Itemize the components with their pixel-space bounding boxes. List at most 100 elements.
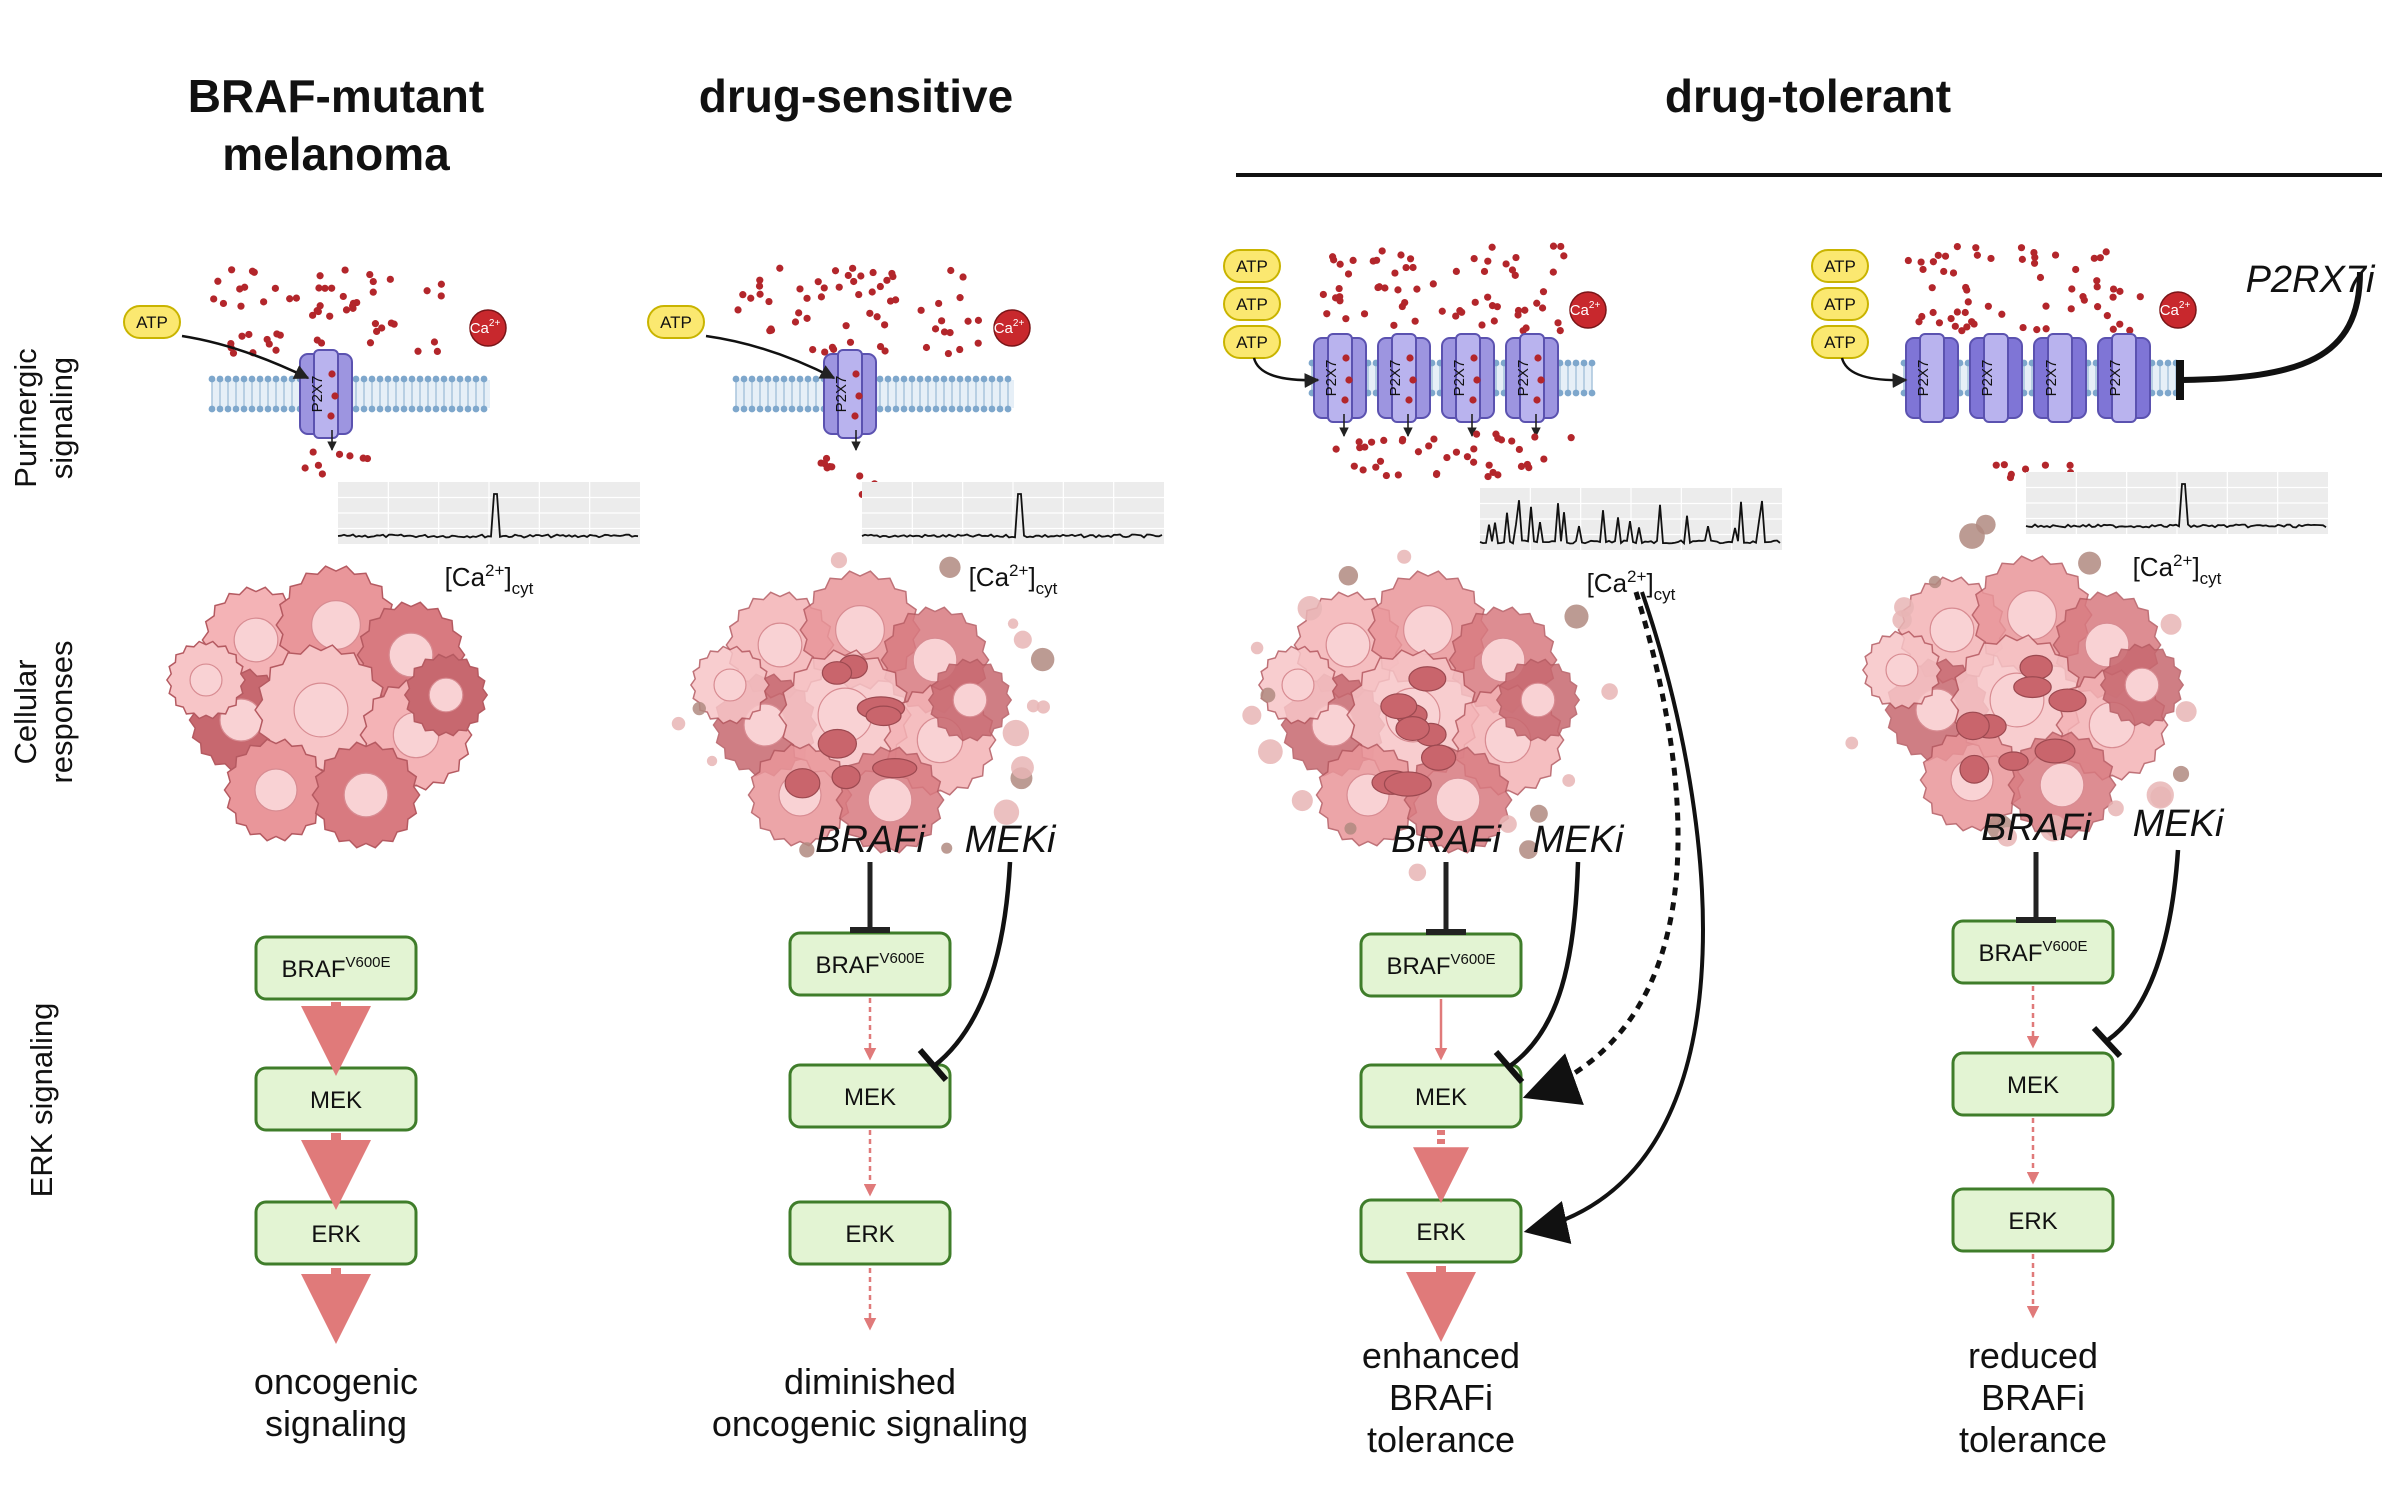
calcium-ion xyxy=(917,306,925,314)
calcium-ion xyxy=(855,290,863,299)
cell-fragment xyxy=(1955,711,1990,741)
calcium-ion xyxy=(1378,247,1386,255)
p2x7-channel: P2X7 xyxy=(299,349,353,439)
p2x7-label: P2X7 xyxy=(1915,360,1932,397)
atp-label: ATP xyxy=(1236,295,1268,314)
outcome-col4-line1: reduced xyxy=(1968,1335,2098,1376)
calcium-ion xyxy=(2042,325,2050,333)
atp-label: ATP xyxy=(136,313,168,332)
apoptotic-body xyxy=(1250,641,1264,655)
calcium-ion xyxy=(947,266,955,275)
calcium-ion xyxy=(229,349,238,357)
calcium-ion xyxy=(1398,437,1406,445)
calcium-ion xyxy=(888,269,896,278)
calcium-ion xyxy=(1533,299,1541,307)
header-melanoma: melanoma xyxy=(222,128,450,180)
calcium-ion xyxy=(318,470,326,478)
atp-molecule: ATP xyxy=(1811,325,1869,359)
calcium-ion xyxy=(2000,461,2008,469)
calcium-ion xyxy=(2017,244,2026,252)
mek-node-col4-label: MEK xyxy=(2007,1072,2059,1099)
apoptotic-body xyxy=(1564,604,1589,629)
calcium-ion xyxy=(219,299,228,308)
calcium-ion xyxy=(1554,319,1562,327)
calcium-ion xyxy=(1549,268,1557,276)
outcome-col4-line2: BRAFi xyxy=(1981,1377,2085,1418)
calcium-ion xyxy=(795,309,803,317)
calcium-ion xyxy=(1430,435,1438,443)
calcium-ion xyxy=(1531,433,1539,441)
calcium-ion xyxy=(1469,396,1477,404)
outcome-col2-line1: diminished xyxy=(784,1361,956,1402)
calcium-ion xyxy=(2102,248,2110,256)
calcium-cloud xyxy=(210,266,445,357)
calcium-ion xyxy=(852,370,860,378)
calcium-ion xyxy=(2096,254,2104,262)
cell-cluster-col1 xyxy=(165,565,489,849)
apoptotic-body xyxy=(1297,596,1323,621)
cell-fragment xyxy=(1959,754,1990,784)
calcium-ion xyxy=(346,452,354,460)
calcium-ion xyxy=(1992,461,2000,469)
braf-node-col2-label: BRAFV600E xyxy=(815,950,924,979)
calcium-ion xyxy=(1521,306,1529,314)
calcium-ion xyxy=(869,268,877,277)
trace-line xyxy=(337,493,639,539)
p2x7-channel: P2X7 xyxy=(1377,333,1431,423)
row-labels: Purinergic signaling Cellular responses … xyxy=(8,348,79,1197)
calcium-ion xyxy=(1484,293,1492,301)
calcium-ion xyxy=(974,339,982,347)
calcium-ion xyxy=(1508,437,1516,445)
calcium-ion xyxy=(1522,324,1530,332)
calcium-ion xyxy=(2041,461,2050,469)
calcium-cloud xyxy=(1332,430,1575,481)
cell-nucleus xyxy=(867,777,913,823)
calcium-ion xyxy=(373,327,381,336)
calcium-ion xyxy=(1472,430,1481,438)
mek-node-col4: MEK xyxy=(1951,1051,2115,1117)
mek-node-col4-box xyxy=(1951,1051,2115,1117)
braf-node-col4: BRAFV600E xyxy=(1951,919,2115,985)
calcium-ion xyxy=(931,325,940,333)
cell-membrane xyxy=(208,375,490,413)
apoptotic-body xyxy=(1036,700,1050,714)
calcium-trace: [Ca2+]cyt xyxy=(337,482,640,598)
p2x7-label: P2X7 xyxy=(1451,360,1468,397)
calcium-ion xyxy=(1373,256,1381,264)
apoptotic-body xyxy=(1344,822,1357,835)
calcium-ion xyxy=(739,291,747,299)
cell-fragment xyxy=(821,661,853,685)
header-drug-tolerant: drug-tolerant xyxy=(1665,70,1951,122)
calcium-ion xyxy=(2116,287,2124,295)
calcium-ion xyxy=(245,330,253,339)
calcium-ion xyxy=(1372,463,1380,471)
calcium-ion xyxy=(1452,448,1461,456)
calcium-ion xyxy=(286,295,294,303)
calcium-ion xyxy=(1382,471,1390,480)
calcium-ion xyxy=(1335,284,1343,293)
calcium-ion xyxy=(271,284,279,292)
row-label-erk-signaling: ERK signaling xyxy=(24,1003,59,1198)
calcium-ion xyxy=(1485,461,1493,469)
calcium-ion xyxy=(820,284,828,292)
mek-node-col1-label: MEK xyxy=(310,1087,362,1114)
cell-nucleus xyxy=(1520,682,1556,718)
calcium-ion xyxy=(796,285,804,293)
calcium-ion xyxy=(1367,438,1376,446)
calcium-ion xyxy=(430,338,439,346)
row-label-signaling: signaling xyxy=(44,357,79,479)
calcium-ion xyxy=(1987,254,1995,263)
calcium-ion xyxy=(1345,376,1353,384)
cell-nucleus xyxy=(1403,605,1453,655)
calcium-ion xyxy=(828,343,837,351)
calcium-ion xyxy=(803,294,811,302)
p2rx7i-label: P2RX7i xyxy=(2246,259,2376,301)
apoptotic-body xyxy=(2107,800,2124,817)
calcium-ion xyxy=(856,472,864,480)
apoptotic-body xyxy=(1928,575,1942,589)
apoptotic-body xyxy=(2160,613,2182,635)
calcium-ion xyxy=(1934,251,1942,259)
p2x7-label: P2X7 xyxy=(309,376,326,413)
apoptotic-body xyxy=(830,552,848,569)
calcium-ion xyxy=(842,322,850,330)
